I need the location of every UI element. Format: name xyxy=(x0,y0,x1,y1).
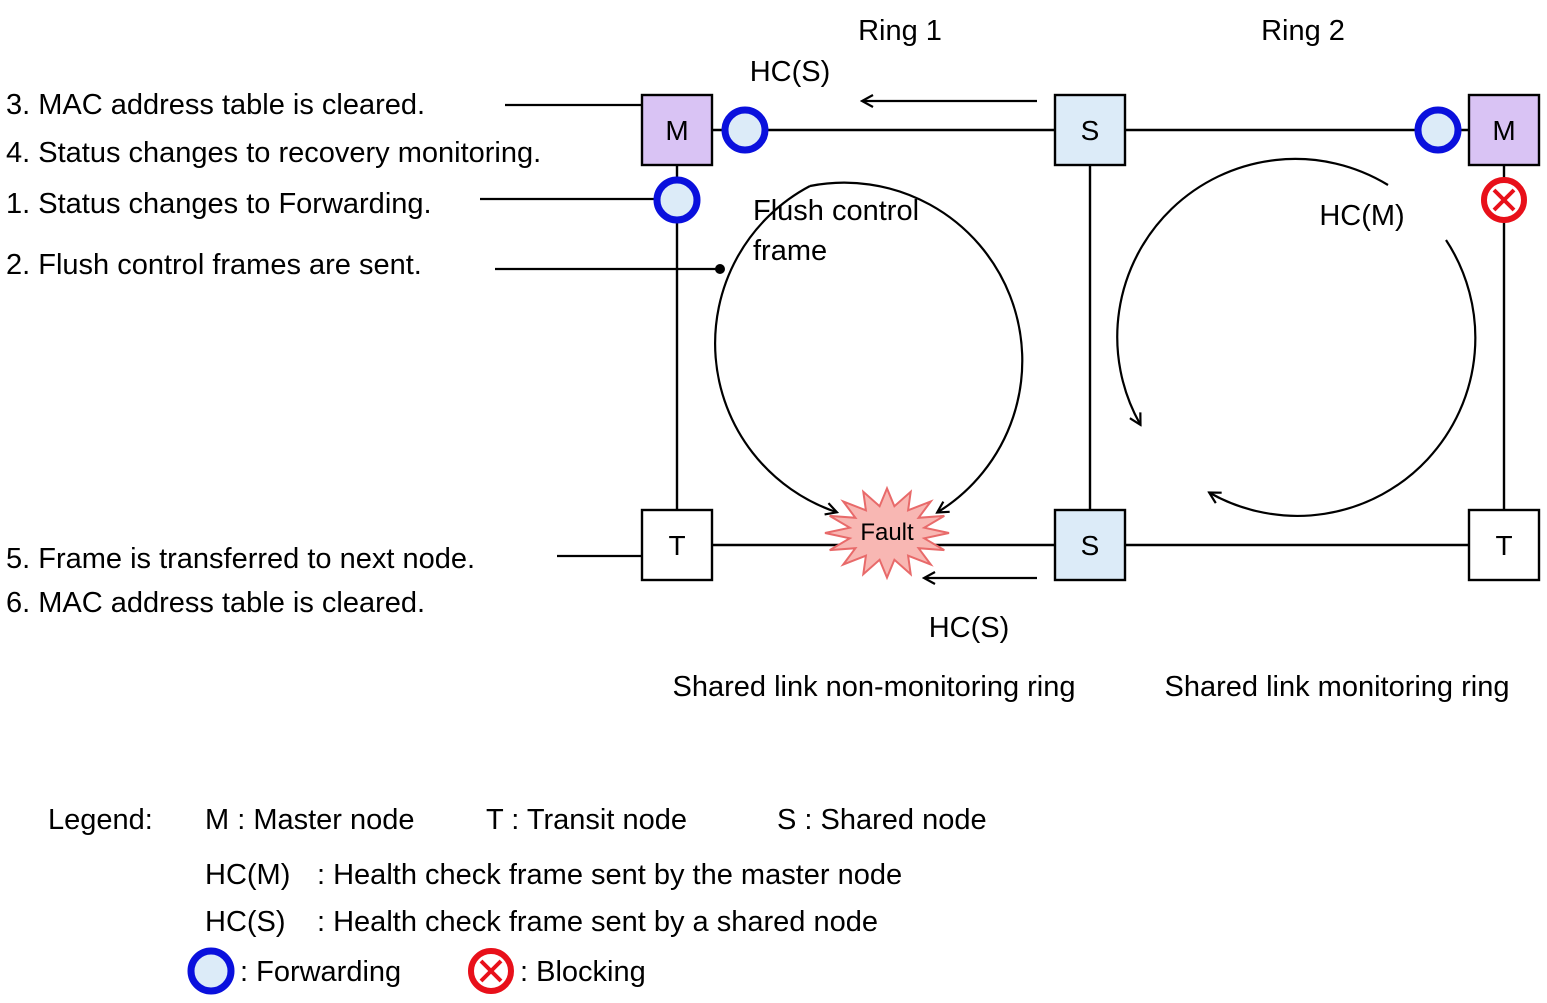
ring1-caption: Shared link non-monitoring ring xyxy=(673,671,1076,703)
annotation-leaders xyxy=(480,100,725,561)
node-transit-1[interactable]: T xyxy=(640,508,714,582)
node-transit-2[interactable]: T xyxy=(1467,508,1541,582)
blocking-cross xyxy=(479,959,503,983)
annotation-recovery-monitoring: 4. Status changes to recovery monitoring… xyxy=(6,137,541,169)
hcm-loop xyxy=(1116,157,1477,517)
legend-title: Legend: xyxy=(48,804,153,836)
annotation-flush-sent: 2. Flush control frames are sent. xyxy=(6,249,422,281)
shared-node-label: S xyxy=(1081,115,1100,146)
annotation-mac-cleared: 3. MAC address table is cleared. xyxy=(6,89,425,121)
port-forwarding-m1-east xyxy=(721,106,769,154)
legend-master: M : Master node xyxy=(205,804,415,836)
ring1-title: Ring 1 xyxy=(858,15,942,47)
annotation-mac-cleared-transit: 6. MAC address table is cleared. xyxy=(6,587,425,619)
leader-dot xyxy=(715,264,725,274)
master-node-label: M xyxy=(665,115,688,146)
hcs-arrows xyxy=(863,101,1037,578)
fault-marker: Fault xyxy=(824,485,950,581)
transit-node-label: T xyxy=(1495,530,1512,561)
hcm-arc-right xyxy=(1210,239,1477,517)
hcs-top-label: HC(S) xyxy=(750,56,831,88)
shared-node-box xyxy=(1053,508,1127,582)
annotation-forwarding: 1. Status changes to Forwarding. xyxy=(6,188,432,220)
blocking-cross xyxy=(1492,188,1516,212)
master-node-box xyxy=(640,93,714,167)
forwarding-icon xyxy=(653,176,701,224)
legend-transit: T : Transit node xyxy=(486,804,687,836)
shared-node-box xyxy=(1053,93,1127,167)
shared-node-label: S xyxy=(1081,530,1100,561)
forwarding-icon xyxy=(1414,106,1462,154)
fault-starburst xyxy=(824,485,950,581)
hcm-label: HC(M) xyxy=(1319,200,1404,232)
legend: Legend: M : Master node T : Transit node… xyxy=(48,804,987,995)
fault-label: Fault xyxy=(860,519,914,546)
legend-hcm-desc: : Health check frame sent by the master … xyxy=(317,859,902,891)
legend-hcs-desc: : Health check frame sent by a shared no… xyxy=(317,906,878,938)
legend-hcm-key: HC(M) xyxy=(205,859,290,891)
master-node-box xyxy=(1467,93,1541,167)
legend-shared: S : Shared node xyxy=(777,804,987,836)
transit-node-box xyxy=(640,508,714,582)
legend-hcs-key: HC(S) xyxy=(205,906,286,938)
flush-arc-left xyxy=(714,185,836,512)
ring2-caption: Shared link monitoring ring xyxy=(1165,671,1510,703)
flush-label-line2: frame xyxy=(753,235,827,267)
forwarding-icon xyxy=(187,947,235,995)
node-shared-bottom[interactable]: S xyxy=(1053,508,1127,582)
port-blocking-m2-south xyxy=(1481,177,1527,223)
transit-node-label: T xyxy=(668,530,685,561)
legend-blocking: : Blocking xyxy=(520,956,646,988)
forwarding-icon xyxy=(721,106,769,154)
flush-frame-loop xyxy=(714,181,1024,512)
master-node-label: M xyxy=(1492,115,1515,146)
legend-forwarding: : Forwarding xyxy=(240,956,401,988)
transit-node-box xyxy=(1467,508,1541,582)
node-master-2[interactable]: M xyxy=(1467,93,1541,167)
node-master-1[interactable]: M xyxy=(640,93,714,167)
flush-label-line1: Flush control xyxy=(753,195,919,227)
ring2-title: Ring 2 xyxy=(1261,15,1345,47)
hcm-arc-left xyxy=(1116,157,1389,424)
port-forwarding-m2-west xyxy=(1414,106,1462,154)
hcs-bottom-label: HC(S) xyxy=(929,612,1010,644)
annotation-transferred: 5. Frame is transferred to next node. xyxy=(6,543,475,575)
node-shared-top[interactable]: S xyxy=(1053,93,1127,167)
flush-arc-right xyxy=(809,181,1024,512)
port-forwarding-m1-south xyxy=(653,176,701,224)
